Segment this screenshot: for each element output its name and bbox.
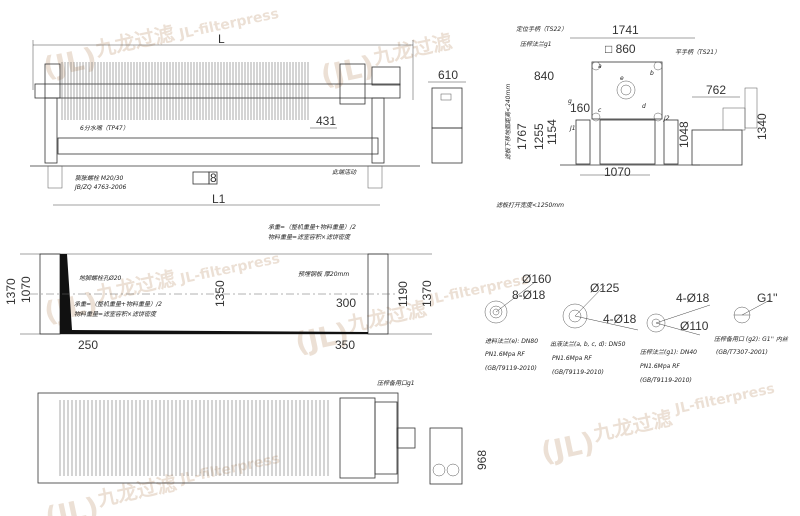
label-nozzle: 6分水嘴（TP47） <box>80 124 129 132</box>
label-bolt-std: JB/ZQ 4763-2006 <box>74 184 127 191</box>
watermark-cn: 九龙过滤 <box>92 21 176 61</box>
svg-text:出液法兰(a, b, c, d): DN50: 出液法兰(a, b, c, d): DN50 <box>550 340 626 348</box>
svg-text:(JL): (JL) <box>42 491 102 516</box>
dim-350: 350 <box>335 338 355 352</box>
port-J2: J2 <box>663 115 670 122</box>
dim-1340: 1340 <box>755 113 769 140</box>
top-view: 压榨备用口g1 968 <box>37 379 489 485</box>
dim-1370-right: 1370 <box>420 280 434 307</box>
label-load-left: 承重=（整机重量+物料重量）/2 <box>74 300 162 308</box>
svg-text:4-Ø18: 4-Ø18 <box>603 312 637 326</box>
flange-spare: G1'' 压榨备用口 (g2): G1'' 内丝 (GB/T7307-2001) <box>714 291 789 356</box>
dim-1255: 1255 <box>532 123 546 150</box>
label-bolt-hole: 地脚螺栓孔Ø20 <box>79 274 122 282</box>
dim-1048: 1048 <box>677 121 691 148</box>
svg-text:压榨备用口 (g2): G1'' 内丝: 压榨备用口 (g2): G1'' 内丝 <box>714 335 789 343</box>
dim-1370-left: 1370 <box>4 278 18 305</box>
watermark-en: JL-filterpress <box>177 6 280 43</box>
svg-text:Ø125: Ø125 <box>590 281 620 295</box>
dim-1154: 1154 <box>545 119 559 145</box>
watermark-cn: 九龙过滤 <box>94 471 178 511</box>
svg-text:压榨法兰(g1): DN40: 压榨法兰(g1): DN40 <box>640 348 697 356</box>
dim-1190: 1190 <box>396 281 410 307</box>
dim-250: 250 <box>78 338 98 352</box>
dim-431: 431 <box>316 114 336 128</box>
dim-762: 762 <box>706 83 726 97</box>
dim-968: 968 <box>475 450 489 470</box>
svg-text:PN1.6Mpa RF: PN1.6Mpa RF <box>485 351 525 358</box>
dim-flatness: 8 <box>210 171 217 185</box>
label-material-left: 物料重量=滤室容积×滤饼密度 <box>74 310 157 318</box>
dim-160: 160 <box>570 101 590 115</box>
port-c: c <box>598 107 602 114</box>
label-handle-flat: 平手柄（TS21） <box>675 48 720 56</box>
end-view: 1741 □ 860 1070 840 160 1767 1255 1154 滤… <box>496 23 769 209</box>
label-load-right: 承重=（整机重量+物料重量）/2 <box>268 223 356 231</box>
label-plate-down: 滤板下移地面距离<240mm <box>504 84 512 160</box>
dim-610: 610 <box>438 68 458 82</box>
port-e: e <box>620 75 624 82</box>
flange-outlet: Ø125 4-Ø18 出液法兰(a, b, c, d): DN50 PN1.6M… <box>550 281 639 376</box>
svg-text:PN1.6Mpa RF: PN1.6Mpa RF <box>640 363 680 370</box>
watermark-logo: (JL) <box>40 41 100 84</box>
port-g: g <box>568 98 572 105</box>
dim-840: 840 <box>534 69 554 83</box>
svg-text:进料法兰(e): DN80: 进料法兰(e): DN80 <box>485 337 538 345</box>
port-b: b <box>650 70 654 77</box>
foundation-plan: 1370 1070 1350 300 1190 1370 250 350 承重=… <box>4 223 434 352</box>
hydraulic-station <box>691 129 743 166</box>
flange-details: Ø160 8-Ø18 进料法兰(e): DN80 PN1.6Mpa RF (GB… <box>484 272 789 384</box>
port-J1: J1 <box>569 125 576 132</box>
dim-1070: 1070 <box>604 165 631 179</box>
cylinder <box>371 66 401 86</box>
svg-text:(GB/T9119-2010): (GB/T9119-2010) <box>640 377 692 384</box>
watermark-en: JL-filterpress <box>178 251 281 288</box>
watermark-en: JL-filterpress <box>673 381 776 418</box>
watermark-cn: 九龙过滤 <box>370 29 454 69</box>
label-handle-pos: 定位手柄（TS22） <box>516 25 567 33</box>
side-beam <box>34 83 401 99</box>
dim-1350: 1350 <box>213 280 227 307</box>
svg-text:Ø160: Ø160 <box>522 272 552 286</box>
flange-feed: Ø160 8-Ø18 进料法兰(e): DN80 PN1.6Mpa RF (GB… <box>484 272 552 372</box>
svg-text:8-Ø18: 8-Ø18 <box>512 288 546 302</box>
svg-text:PN1.6Mpa RF: PN1.6Mpa RF <box>552 355 592 362</box>
label-embedded-plate: 预埋钢板 厚20mm <box>298 270 349 278</box>
dim-L1: L1 <box>212 192 226 206</box>
svg-text:4-Ø18: 4-Ø18 <box>676 291 710 305</box>
label-material-right: 物料重量=滤室容积×滤饼密度 <box>268 233 351 241</box>
label-press-flange: 压榨法兰g1 <box>520 40 552 48</box>
label-bolt: 膨胀螺栓 M20/30 <box>75 174 124 182</box>
svg-text:Ø110: Ø110 <box>680 319 709 333</box>
label-spare-port: 压榨备用口g1 <box>377 379 415 387</box>
flange-press: 4-Ø18 Ø110 压榨法兰(g1): DN40 PN1.6Mpa RF (G… <box>640 291 711 384</box>
watermark-en: JL-filterpress <box>178 451 281 488</box>
filter-plate-end <box>591 61 663 120</box>
drip-tray <box>57 137 379 155</box>
svg-text:(GB/T9119-2010): (GB/T9119-2010) <box>552 369 604 376</box>
port-a: a <box>598 63 602 70</box>
moving-head <box>339 63 366 105</box>
svg-text:(GB/T9119-2010): (GB/T9119-2010) <box>485 365 537 372</box>
watermark-cn: 九龙过滤 <box>344 296 428 336</box>
dim-860: □ 860 <box>605 42 636 56</box>
svg-text:(JL): (JL) <box>318 49 378 92</box>
watermark-cn: 九龙过滤 <box>590 406 674 446</box>
dim-1767: 1767 <box>515 123 529 150</box>
dim-1070-foundation: 1070 <box>19 276 33 303</box>
hydraulic-top <box>429 427 463 485</box>
flatness-symbol <box>192 171 210 185</box>
dim-1741: 1741 <box>612 23 639 37</box>
label-plate-open: 滤板打开宽度<1250mm <box>496 201 564 209</box>
svg-text:G1'': G1'' <box>757 291 778 305</box>
dim-300: 300 <box>336 296 356 310</box>
label-movable: 此端活动 <box>332 168 357 176</box>
svg-text:(GB/T7307-2001): (GB/T7307-2001) <box>716 349 768 356</box>
side-view: L 431 6分水嘴（TP47） 膨胀螺栓 M20/30 JB/ZQ 4763-… <box>30 32 466 206</box>
port-d: d <box>642 103 646 110</box>
svg-text:(JL): (JL) <box>538 426 598 469</box>
dim-L: L <box>218 32 225 46</box>
